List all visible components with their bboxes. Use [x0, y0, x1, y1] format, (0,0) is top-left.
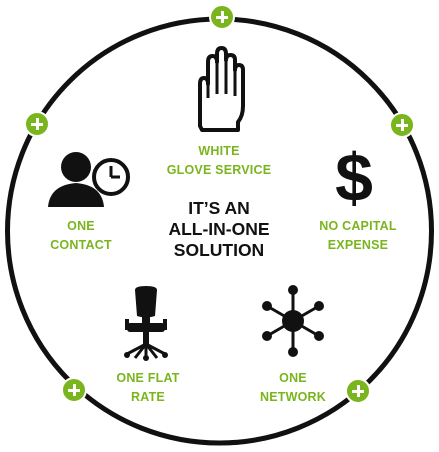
label-line: EXPENSE	[327, 238, 389, 252]
label-line: NO CAPITAL	[319, 219, 397, 233]
dollar-icon: $	[335, 143, 373, 209]
label-line: RATE	[131, 390, 165, 404]
label-one-contact: ONE CONTACT	[36, 217, 126, 255]
center-title: IT’S AN ALL-IN-ONE SOLUTION	[150, 198, 288, 261]
label-line: WHITE	[198, 144, 240, 158]
plus-icon[interactable]	[61, 377, 87, 403]
network-hub-icon	[262, 285, 324, 357]
label-one-flat-rate: ONE FLAT RATE	[100, 369, 196, 407]
office-chair-icon	[124, 286, 168, 361]
label-line: GLOVE SERVICE	[166, 163, 272, 177]
label-line: NETWORK	[260, 390, 326, 404]
label-no-capital: NO CAPITAL EXPENSE	[303, 217, 413, 255]
glove-hand-icon	[198, 46, 245, 132]
center-title-line: IT’S AN	[188, 198, 250, 218]
label-line: ONE FLAT	[116, 371, 180, 385]
svg-text:$: $	[335, 143, 373, 209]
center-title-line: SOLUTION	[173, 240, 265, 260]
plus-icon[interactable]	[345, 378, 371, 404]
label-white-glove: WHITE GLOVE SERVICE	[159, 142, 279, 180]
person-clock-icon	[48, 152, 130, 207]
plus-icon[interactable]	[389, 112, 415, 138]
plus-icon[interactable]	[209, 4, 235, 30]
label-line: ONE	[279, 371, 307, 385]
label-one-network: ONE NETWORK	[247, 369, 339, 407]
center-title-line: ALL-IN-ONE	[168, 219, 270, 239]
label-line: CONTACT	[50, 238, 112, 252]
label-line: ONE	[67, 219, 95, 233]
plus-icon[interactable]	[24, 111, 50, 137]
